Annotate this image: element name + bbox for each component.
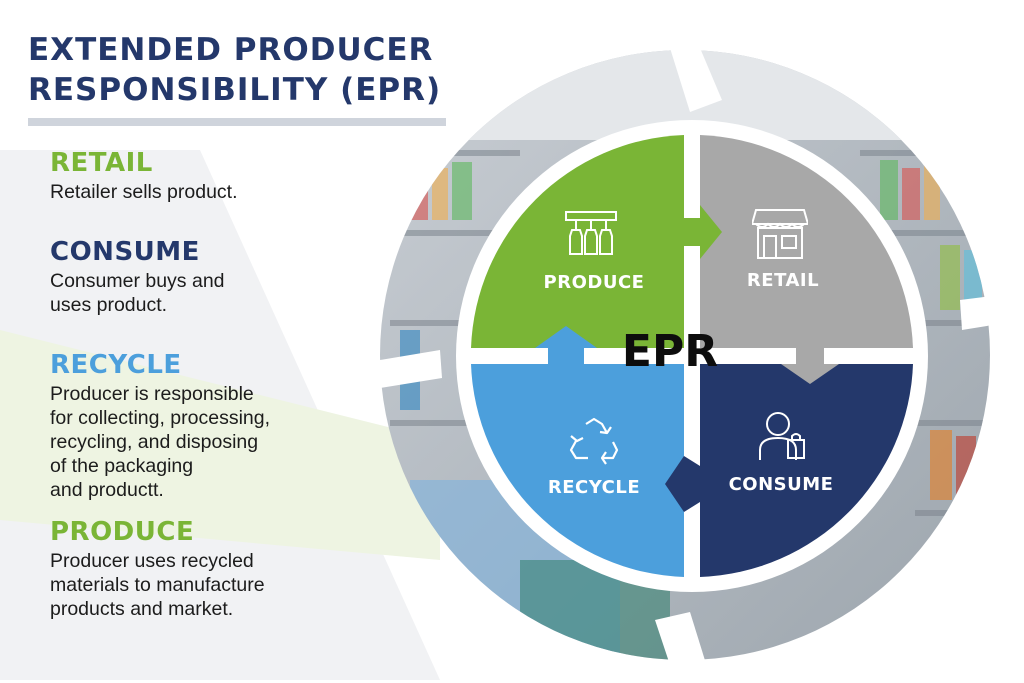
arrow-consume-to-recycle: [665, 456, 700, 512]
stage-recycle-description: Producer is responsible for collecting, …: [50, 383, 271, 501]
stage-retail-description: Retailer sells product.: [50, 181, 238, 203]
quadrant-label-retail: RETAIL: [746, 270, 820, 291]
title-line-2: RESPONSIBILITY (EPR): [28, 72, 442, 108]
stage-consume-heading: CONSUME: [50, 237, 200, 267]
factory-icon: [565, 211, 617, 255]
quadrant-label-consume: CONSUME: [728, 474, 834, 495]
stage-consume-description: Consumer buys and uses product.: [50, 270, 225, 316]
arrow-recycle-to-produce: [535, 326, 597, 364]
epr-cycle-diagram: [380, 50, 1024, 683]
quadrant-retail: [700, 135, 913, 348]
quadrant-consume: [700, 364, 913, 577]
stage-recycle: RECYCLE Producer is responsible for coll…: [50, 350, 270, 502]
quadrant-label-recycle: RECYCLE: [547, 477, 641, 498]
title-underline: [28, 118, 446, 126]
title-line-1: EXTENDED PRODUCER: [28, 32, 434, 68]
stage-produce-heading: PRODUCE: [50, 517, 195, 547]
ring-dividers: [380, 50, 1024, 683]
stage-produce-description: Producer uses recycled materials to manu…: [50, 550, 265, 620]
quadrant-produce: [471, 135, 684, 348]
stage-recycle-heading: RECYCLE: [50, 350, 182, 380]
recycle-icon: [569, 417, 619, 465]
store-icon: [752, 209, 808, 259]
stage-retail: RETAIL Retailer sells product.: [50, 148, 238, 204]
quadrant-recycle: [471, 364, 684, 577]
stage-consume: CONSUME Consumer buys and uses product.: [50, 237, 225, 317]
page-title: EXTENDED PRODUCER RESPONSIBILITY (EPR): [28, 30, 458, 110]
stage-produce: PRODUCE Producer uses recycled materials…: [50, 517, 265, 621]
stage-retail-heading: RETAIL: [50, 148, 153, 178]
consumer-icon: [759, 412, 805, 460]
arrow-retail-to-consume: [781, 348, 839, 384]
center-label-epr: EPR: [621, 326, 719, 377]
quadrant-label-produce: PRODUCE: [543, 272, 645, 293]
arrow-produce-to-retail: [684, 205, 722, 259]
